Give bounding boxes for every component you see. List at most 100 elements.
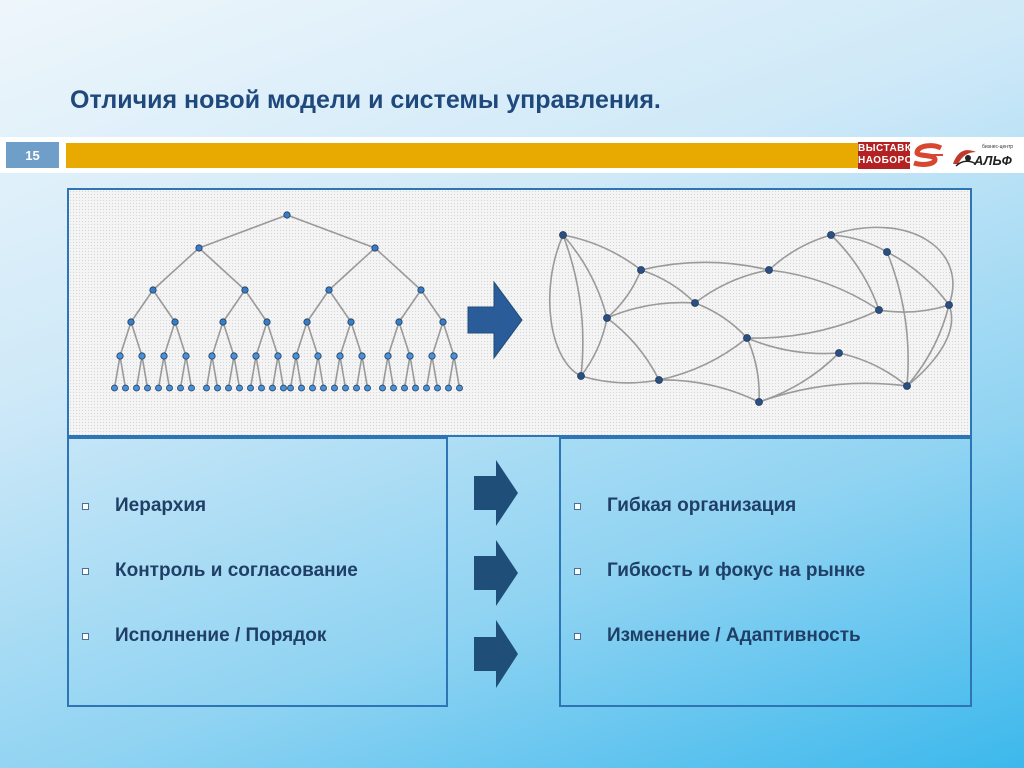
diagram-node xyxy=(390,384,397,392)
diagram-edge xyxy=(453,355,461,389)
diagram-node xyxy=(171,318,179,326)
diagram-edge xyxy=(185,355,193,389)
bullet-icon xyxy=(82,502,89,510)
diagram-node xyxy=(353,384,360,392)
diagram-node xyxy=(280,384,287,392)
diagram-node xyxy=(835,349,843,357)
diagram-edge xyxy=(179,355,187,389)
diagram-edge xyxy=(311,355,319,389)
diagram-edge xyxy=(830,234,888,253)
diagram-edge xyxy=(350,321,363,357)
diagram-node xyxy=(827,231,835,239)
vystavka-logo: ВЫСТАВКА НАОБОРОТ xyxy=(858,142,919,169)
diagram-edge xyxy=(409,355,417,389)
diagram-node xyxy=(428,352,436,360)
diagram-node xyxy=(111,384,118,392)
diagram-node xyxy=(252,352,260,360)
diagram-node xyxy=(577,372,585,380)
diagram-edge xyxy=(425,355,433,389)
diagram-edge xyxy=(306,321,319,357)
diagram-node xyxy=(160,352,168,360)
diagram-edge xyxy=(387,355,395,389)
diagram-node xyxy=(755,398,763,406)
diagram-edge xyxy=(227,355,235,389)
s-logo-icon xyxy=(911,142,945,169)
diagram-node xyxy=(331,384,338,392)
diagram-node xyxy=(445,384,452,392)
right-arrow-icon xyxy=(474,540,518,606)
diagram-node xyxy=(149,286,157,294)
diagram-node xyxy=(155,384,162,392)
diagram-node xyxy=(945,301,953,309)
diagram-node xyxy=(133,384,140,392)
list-item-text: Изменение / Адаптивность xyxy=(607,625,861,646)
diagram-node xyxy=(417,286,425,294)
diagram-edge xyxy=(562,234,608,319)
diagram-edge xyxy=(205,355,213,389)
diagram-node xyxy=(144,384,151,392)
diagram-edge xyxy=(878,304,950,313)
diagram-node xyxy=(875,306,883,314)
list-item-text: Исполнение / Порядок xyxy=(115,625,327,646)
alpha-logo-name: АЛЬФ xyxy=(974,153,1012,168)
diagram-node xyxy=(182,352,190,360)
diagram-edge xyxy=(746,337,760,403)
diagram-node xyxy=(342,384,349,392)
diagram-edge xyxy=(606,301,696,319)
diagram-edge xyxy=(562,234,584,377)
diagram-edge xyxy=(398,321,411,357)
diagram-node xyxy=(434,384,441,392)
model-comparison-diagram xyxy=(67,188,972,437)
diagram-edge xyxy=(361,355,369,389)
diagram-node xyxy=(303,318,311,326)
list-item: Гибкость и фокус на рынке xyxy=(574,560,865,582)
diagram-edge xyxy=(768,269,880,311)
accent-bar xyxy=(66,143,858,168)
diagram-node xyxy=(395,318,403,326)
diagram-node xyxy=(241,286,249,294)
diagram-edge xyxy=(289,355,297,389)
diagram-edge xyxy=(339,355,347,389)
diagram-node xyxy=(743,334,751,342)
diagram-node xyxy=(116,352,124,360)
bullet-icon xyxy=(82,567,89,575)
diagram-node xyxy=(230,352,238,360)
diagram-edge xyxy=(249,355,257,389)
diagram-edge xyxy=(174,321,187,357)
diagram-edge xyxy=(886,251,909,387)
diagram-edge xyxy=(333,355,341,389)
vystavka-logo-line2: НАОБОРОТ xyxy=(858,155,920,166)
diagram-node xyxy=(127,318,135,326)
diagram-edge xyxy=(580,375,660,384)
diagram-edge xyxy=(548,226,954,387)
list-item: Контроль и согласование xyxy=(82,560,358,582)
diagram-edge xyxy=(640,261,770,271)
diagram-edge xyxy=(746,309,880,339)
diagram-edge xyxy=(886,251,950,306)
diagram-node xyxy=(314,352,322,360)
diagram-edge xyxy=(339,321,352,357)
list-item-text: Контроль и согласование xyxy=(115,560,358,581)
diagram-edge xyxy=(606,317,660,381)
diagram-edge xyxy=(113,355,121,389)
list-item: Исполнение / Порядок xyxy=(82,625,326,647)
diagram-edge xyxy=(374,247,422,291)
old-model-panel: Иерархия Контроль и согласование Исполне… xyxy=(67,437,448,707)
diagram-node xyxy=(258,384,265,392)
diagram-node xyxy=(203,384,210,392)
diagram-node xyxy=(347,318,355,326)
diagram-edge xyxy=(317,355,325,389)
diagram-node xyxy=(423,384,430,392)
diagram-node xyxy=(320,384,327,392)
diagram-node xyxy=(219,318,227,326)
diagram-node xyxy=(336,352,344,360)
diagram-node xyxy=(691,299,699,307)
diagram-edge xyxy=(562,234,642,271)
diagram-node xyxy=(208,352,216,360)
diagram-edge xyxy=(211,321,224,357)
diagram-edge xyxy=(271,355,279,389)
diagram-node xyxy=(263,318,271,326)
diagram-edge xyxy=(580,317,608,377)
diagram-edge xyxy=(640,269,696,304)
diagram-edge xyxy=(222,321,235,357)
